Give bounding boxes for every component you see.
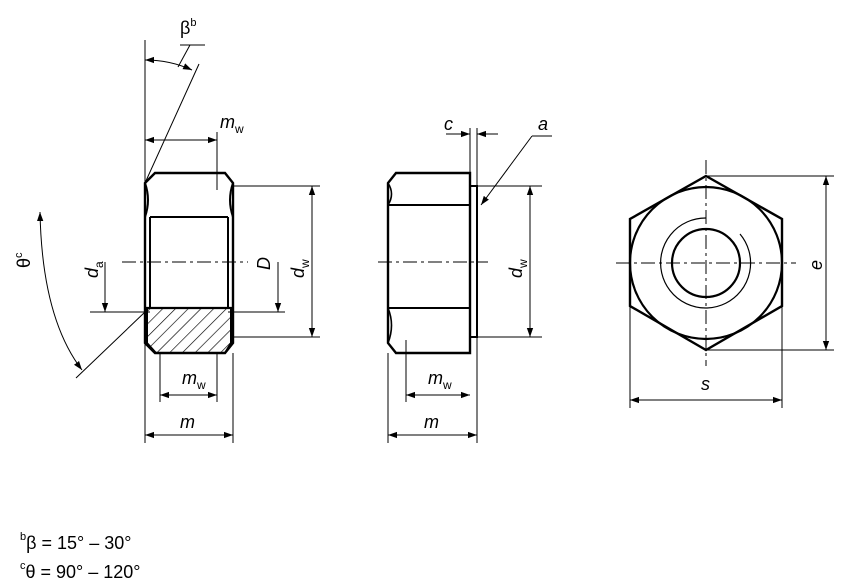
mw-top-label: mw — [220, 112, 244, 136]
left-view-face-line — [229, 182, 234, 218]
m-middle-label: m — [424, 412, 439, 432]
beta-label: βb — [180, 17, 196, 38]
footnote-marker: b — [20, 531, 27, 543]
c-label: c — [444, 114, 453, 134]
left-view-hatched-section — [146, 307, 232, 354]
footnotes: bβ = 15° – 30° cθ = 90° – 120° — [20, 527, 141, 585]
right-end-view — [616, 160, 834, 408]
a-label: a — [538, 114, 548, 134]
dw-left-label: dw — [288, 259, 312, 278]
left-section-view — [37, 40, 320, 443]
a-leader-line — [480, 135, 533, 206]
mw-bottom-label: mw — [182, 368, 206, 392]
theta-label: θc — [13, 252, 34, 268]
left-view-face-line — [144, 182, 149, 218]
footnote-marker: c — [20, 560, 26, 572]
middle-view-outline — [386, 171, 472, 355]
s-label: s — [701, 374, 710, 394]
mw-middle-label: mw — [428, 368, 452, 392]
footnote-beta: bβ = 15° – 30° — [20, 527, 141, 556]
m-left-label: m — [180, 412, 195, 432]
e-label: e — [806, 260, 826, 270]
beta-angle-arc — [144, 56, 193, 71]
footnote-text: β = 15° – 30° — [26, 533, 132, 553]
thread-arc — [660, 217, 752, 309]
theta-angle-arc — [37, 211, 83, 371]
middle-side-view — [378, 128, 552, 443]
theta-angle-line — [75, 311, 146, 379]
footnote-text: θ = 90° – 120° — [25, 562, 141, 582]
footnote-theta: cθ = 90° – 120° — [20, 556, 141, 585]
D-label: D — [254, 257, 274, 270]
beta-angle-line — [144, 63, 200, 184]
dw-middle-label: dw — [506, 259, 530, 278]
da-label: da — [82, 261, 106, 278]
